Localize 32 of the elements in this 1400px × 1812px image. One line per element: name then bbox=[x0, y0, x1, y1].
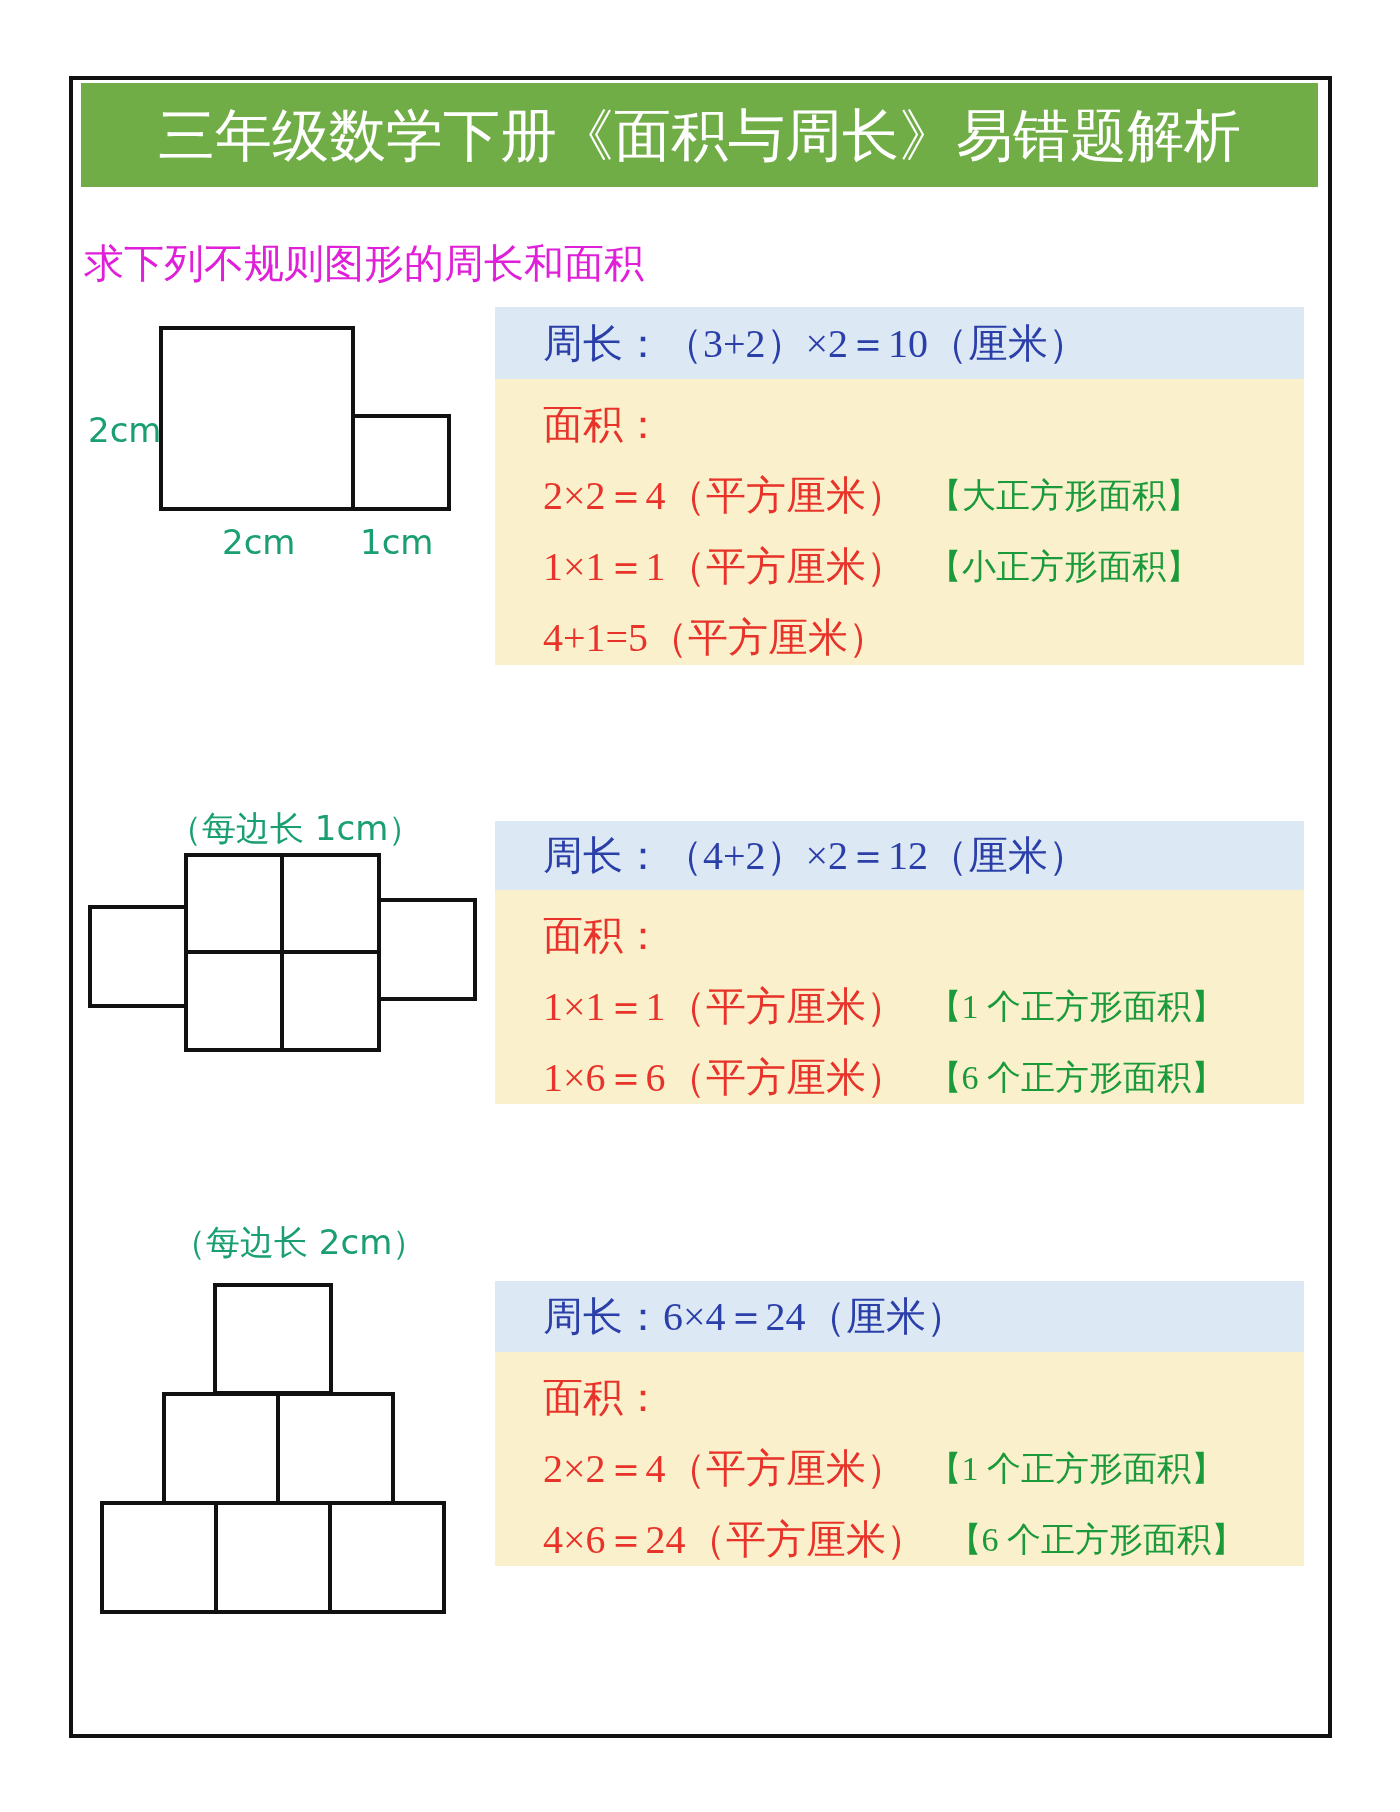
perimeter-formula: 周长：（3+2）×2＝10（厘米） bbox=[543, 319, 1089, 368]
area-formula: 1×1＝1（平方厘米） bbox=[543, 543, 906, 591]
area-formula: 4×6＝24（平方厘米） bbox=[543, 1516, 926, 1564]
formula-note: 【小正方形面积】 bbox=[927, 546, 1200, 587]
area-formula: 1×1＝1（平方厘米） bbox=[543, 983, 906, 1031]
area-heading: 面积： bbox=[543, 1374, 663, 1422]
figure-note: （每边长 2cm） bbox=[172, 1221, 427, 1264]
area-formula: 2×2＝4（平方厘米） bbox=[543, 1445, 906, 1493]
perimeter-band bbox=[495, 821, 1304, 890]
area-formula: 2×2＝4（平方厘米） bbox=[543, 472, 906, 520]
dimension-label: 2cm bbox=[88, 410, 162, 450]
perimeter-band bbox=[495, 1281, 1304, 1352]
formula-note: 【大正方形面积】 bbox=[927, 475, 1200, 516]
instruction-text: 求下列不规则图形的周长和面积 bbox=[84, 239, 644, 288]
area-formula: 1×6＝6（平方厘米） bbox=[543, 1054, 906, 1102]
perimeter-band bbox=[495, 307, 1304, 379]
area-panel bbox=[495, 379, 1304, 665]
area-panel bbox=[495, 890, 1304, 1104]
formula-note: 【1 个正方形面积】 bbox=[927, 1448, 1226, 1489]
dimension-label: 1cm bbox=[360, 522, 434, 562]
area-panel bbox=[495, 1352, 1304, 1566]
perimeter-formula: 周长：（4+2）×2＝12（厘米） bbox=[543, 832, 1089, 880]
perimeter-formula: 周长：6×4＝24（厘米） bbox=[543, 1293, 966, 1341]
formula-note: 【1 个正方形面积】 bbox=[927, 986, 1226, 1027]
area-heading: 面积： bbox=[543, 401, 663, 449]
figure-note: （每边长 1cm） bbox=[168, 807, 423, 850]
formula-note: 【6 个正方形面积】 bbox=[947, 1519, 1246, 1560]
area-heading: 面积： bbox=[543, 912, 663, 960]
dimension-label: 2cm bbox=[222, 522, 296, 562]
formula-note: 【6 个正方形面积】 bbox=[927, 1057, 1226, 1098]
area-formula: 4+1=5（平方厘米） bbox=[543, 614, 889, 662]
title-banner: 三年级数学下册《面积与周长》易错题解析 bbox=[81, 83, 1318, 187]
